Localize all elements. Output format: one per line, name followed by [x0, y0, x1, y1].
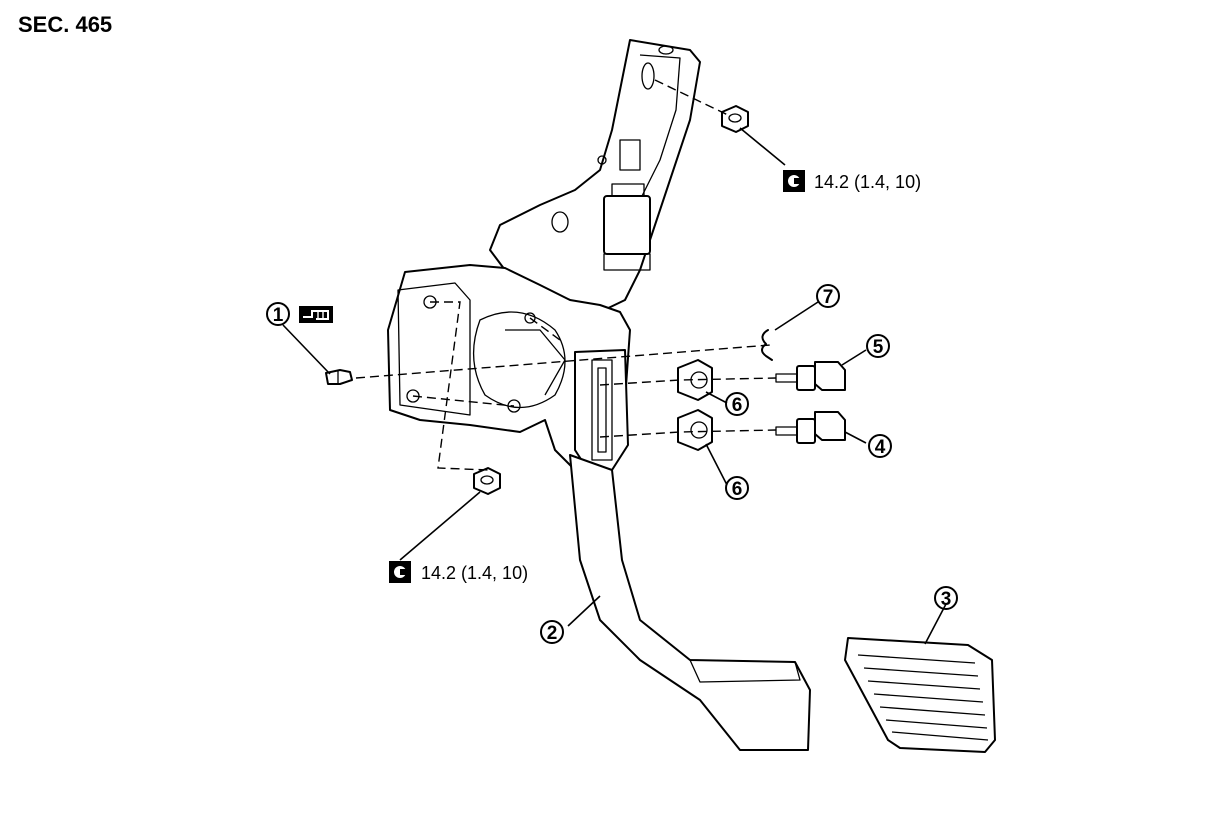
svg-text:1: 1	[273, 305, 284, 326]
callout-3: 3	[934, 586, 958, 610]
upper-nut	[721, 105, 749, 133]
snap-clip	[761, 329, 773, 361]
torque-wrench-icon	[389, 561, 411, 583]
lower-nut	[473, 467, 501, 495]
svg-text:5: 5	[873, 337, 884, 358]
callout-5: 5	[866, 334, 890, 358]
callout-6-lower: 6	[725, 476, 749, 500]
clip-nut-lower	[677, 409, 713, 451]
callout-7: 7	[816, 284, 840, 308]
callout-1: 1	[266, 302, 290, 326]
torque-value: 14.2 (1.4, 10)	[814, 172, 921, 192]
torque-wrench-icon	[783, 170, 805, 192]
callout-6-upper: 6	[725, 392, 749, 416]
svg-text:3: 3	[941, 589, 952, 610]
pivot-bolt	[325, 369, 353, 385]
grease-application-icon	[299, 306, 333, 323]
torque-value: 14.2 (1.4, 10)	[421, 563, 528, 583]
stop-lamp-switch	[775, 361, 846, 391]
callout-2: 2	[540, 620, 564, 644]
svg-text:6: 6	[732, 479, 743, 500]
pedal-arm	[569, 454, 811, 751]
torque-spec-lower: 14.2 (1.4, 10)	[389, 561, 528, 583]
svg-text:7: 7	[823, 287, 834, 308]
svg-text:6: 6	[732, 395, 743, 416]
svg-text:2: 2	[547, 623, 558, 644]
assembly-lines	[355, 79, 777, 471]
svg-text:4: 4	[875, 437, 886, 458]
section-label: SEC. 465	[18, 12, 112, 37]
pedal-bracket	[387, 39, 701, 471]
asd-switch	[775, 411, 846, 444]
pedal-pad	[844, 637, 996, 753]
clip-nut-upper	[677, 359, 713, 401]
torque-spec-upper: 14.2 (1.4, 10)	[783, 170, 921, 192]
callout-4: 4	[868, 434, 892, 458]
leader-lines	[282, 127, 947, 645]
